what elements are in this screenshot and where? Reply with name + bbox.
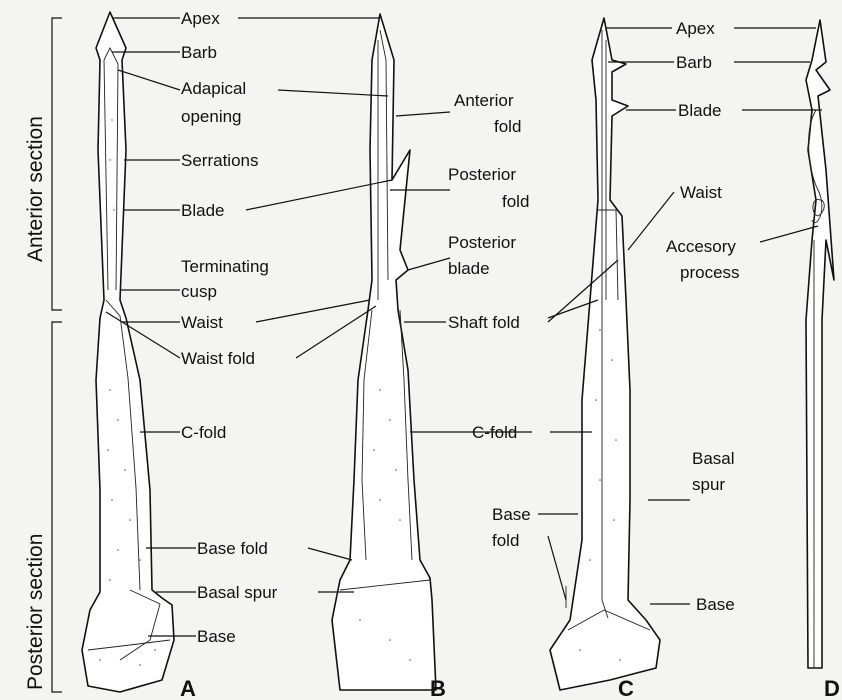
label-anterior-fold-2: fold: [494, 117, 521, 136]
label-posterior-blade-1: Posterior: [448, 233, 516, 252]
label-posterior-fold-2: fold: [502, 192, 529, 211]
label-basal-spur-c-1: Basal: [692, 449, 735, 468]
label-base-fold-b-2: fold: [492, 531, 519, 550]
tooth-c: [550, 18, 660, 690]
label-blade-c: Blade: [678, 101, 721, 120]
tooth-b: [332, 14, 436, 690]
label-base-fold-a: Base fold: [197, 539, 268, 558]
label-waist-a: Waist: [181, 313, 223, 332]
label-basal-spur-a: Basal spur: [197, 583, 278, 602]
anterior-section-label: Anterior section: [24, 116, 47, 262]
label-terminating-1: Terminating: [181, 257, 269, 276]
label-base-fold-b-1: Base: [492, 505, 531, 524]
label-base-a: Base: [197, 627, 236, 646]
label-serrations: Serrations: [181, 151, 258, 170]
label-apex-c: Apex: [676, 19, 715, 38]
label-basal-spur-c-2: spur: [692, 475, 725, 494]
label-waist-c: Waist: [680, 183, 722, 202]
label-accessory-2: process: [680, 263, 740, 282]
label-terminating-2: cusp: [181, 282, 217, 301]
label-c-fold-b: C-fold: [472, 423, 517, 442]
label-blade-a: Blade: [181, 201, 224, 220]
label-adapical-1: Adapical: [181, 79, 246, 98]
label-base-c: Base: [696, 595, 735, 614]
label-anterior-fold-1: Anterior: [454, 91, 514, 110]
label-apex-a: Apex: [181, 9, 220, 28]
label-accessory-1: Accesory: [666, 237, 736, 256]
tooth-a: [82, 12, 174, 692]
panel-letter-d: D: [824, 676, 840, 700]
tooth-d: [806, 20, 834, 668]
label-posterior-fold-1: Posterior: [448, 165, 516, 184]
label-shaft-fold: Shaft fold: [448, 313, 520, 332]
label-waist-fold: Waist fold: [181, 349, 255, 368]
posterior-section-label: Posterior section: [24, 534, 47, 690]
panel-letter-b: B: [430, 676, 446, 700]
panel-letter-a: A: [180, 676, 196, 700]
label-barb-a: Barb: [181, 43, 217, 62]
label-c-fold-a: C-fold: [181, 423, 226, 442]
posterior-section-bracket: [52, 322, 62, 692]
panel-letter-c: C: [618, 676, 634, 700]
label-barb-c: Barb: [676, 53, 712, 72]
label-posterior-blade-2: blade: [448, 259, 490, 278]
label-adapical-2: opening: [181, 107, 242, 126]
anterior-section-bracket: [52, 18, 62, 310]
